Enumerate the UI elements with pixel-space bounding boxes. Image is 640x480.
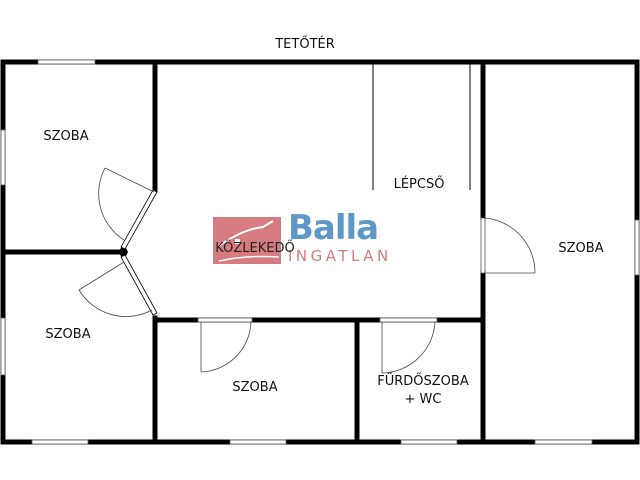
staircase-label: LÉPCSŐ xyxy=(393,177,445,192)
room-top-left-label: SZOBA xyxy=(43,129,89,144)
house-logo-icon xyxy=(213,217,281,264)
room-bottom-left-label: SZOBA xyxy=(45,327,91,342)
house-roof-icon xyxy=(216,220,280,262)
attic-label: TETŐTÉR xyxy=(275,37,335,52)
bathroom-label-line2: + WC xyxy=(404,392,442,407)
logo-brand-text: Balla xyxy=(288,208,379,248)
logo-sub-text: INGATLAN xyxy=(288,247,392,265)
bathroom-label: FÜRDŐSZOBA + WC xyxy=(377,373,468,409)
walls xyxy=(0,59,640,445)
room-right-label: SZOBA xyxy=(558,241,604,256)
bathroom-label-line1: FÜRDŐSZOBA xyxy=(377,374,469,389)
room-bottom-middle-label: SZOBA xyxy=(232,380,278,395)
doors xyxy=(120,189,158,316)
door-swings xyxy=(78,167,536,374)
staircase-lines xyxy=(372,62,471,190)
hallway-label: KÖZLEKEDŐ xyxy=(215,241,295,256)
balla-ingatlan-watermark: Balla INGATLAN xyxy=(213,208,428,265)
windows xyxy=(0,59,640,445)
